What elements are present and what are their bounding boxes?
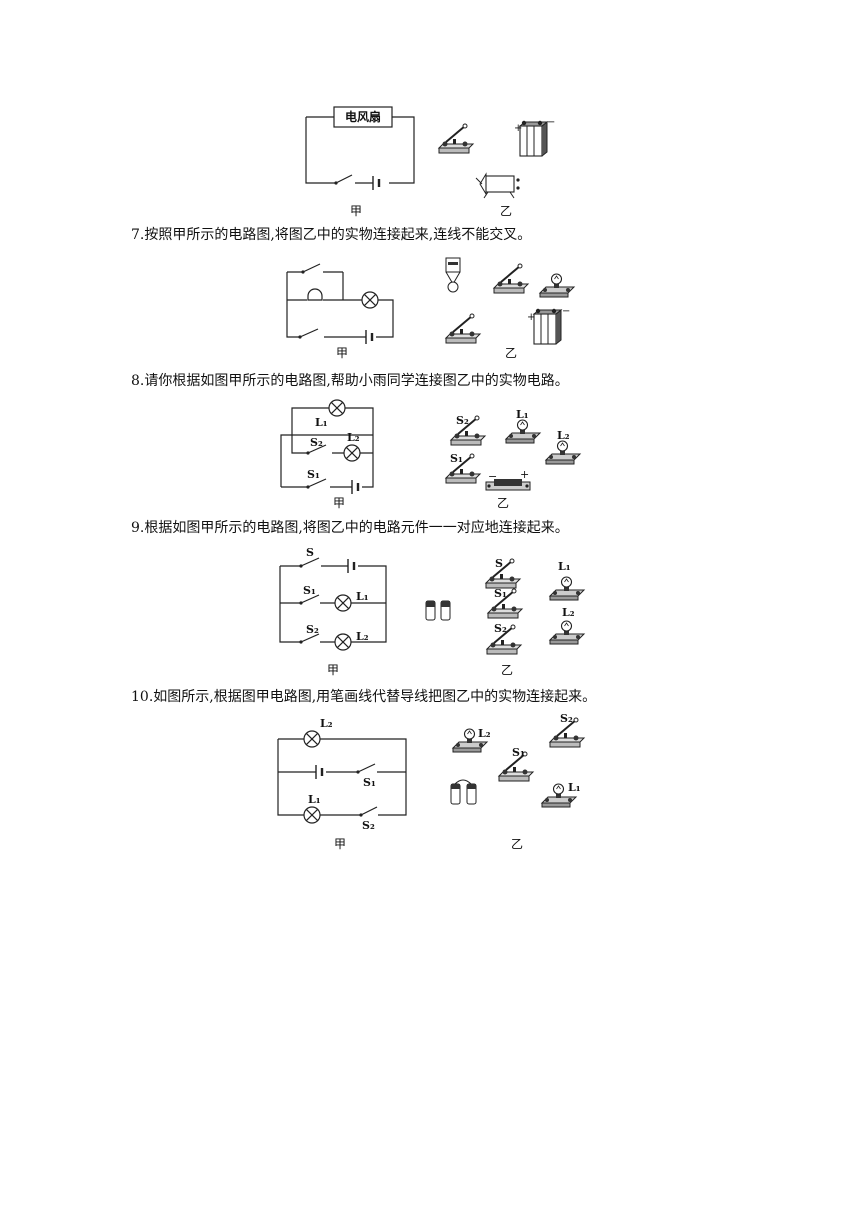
real-lamp-l1 [505,419,541,444]
lamp-l2-symbol [343,444,361,462]
real-label-s2: S₂ [456,414,469,427]
lamp-symbol [361,291,379,309]
real-label-l1: L₁ [558,560,571,573]
battery-minus: − [488,470,497,483]
real-label-s2: S₂ [560,712,573,725]
label-l1: L₁ [356,590,369,603]
figure6-schematic [305,106,415,190]
lamp-l1-symbol [328,399,346,417]
question9-text: 9.根据如图甲所示的电路图,将图乙中的电路元件一一对应地连接起来。 [131,520,569,536]
real-switch-b [445,313,481,344]
question9-schematic [279,557,387,651]
lamp-l1-symbol [334,594,352,612]
question7-caption-left: 甲 [336,346,349,360]
real-dry-cells [425,600,451,621]
bell-symbol [307,288,323,301]
real-lamp [539,273,575,298]
label-l2: L₂ [320,717,333,730]
real-label-s2: S₂ [494,622,507,635]
svg-text:+: + [527,312,535,323]
lamp-l2-symbol [334,633,352,651]
question8-text: 8.请你根据如图甲所示的电路图,帮助小雨同学连接图乙中的实物电路。 [131,373,569,389]
question10-text: 10.如图所示,根据图甲电路图,用笔画线代替导线把图乙中的实物连接起来。 [131,689,597,705]
label-l1: L₁ [308,793,321,806]
question10-schematic [277,730,407,824]
fan-box [333,106,393,128]
switch-symbol [335,174,353,184]
figure6-caption-right: 乙 [500,204,513,218]
question7-text: 7.按照甲所示的电路图,将图乙中的实物连接起来,连线不能交叉。 [131,227,532,243]
real-label-l2: L₂ [562,606,575,619]
real-lamp-l1 [549,576,585,601]
figure6-real-parts: + − [438,117,555,199]
real-switch [438,123,474,154]
real-lamp-l2 [545,440,581,465]
question10-real-parts [450,717,585,808]
label-s1: S₁ [363,776,376,789]
real-label-s1: S₁ [450,452,463,465]
real-fan-motor [475,172,520,199]
question8-schematic [280,399,374,494]
battery-pack [519,120,548,157]
question7-caption-right: 乙 [505,346,518,360]
question8-real-parts [445,415,581,491]
real-switch-s [485,558,521,589]
label-l1: L₁ [315,416,328,429]
real-label-s1: S₁ [494,587,507,600]
label-s2: S₂ [362,819,375,832]
svg-text:−: − [547,117,555,128]
real-label-l1: L₁ [516,408,529,421]
question8-caption-right: 乙 [497,496,510,510]
switch-symbol-top [302,263,321,273]
real-label-l2: L₂ [478,727,491,740]
lamp-l2-symbol [303,730,321,748]
question8-caption-left: 甲 [333,496,346,510]
real-electric-bell [445,257,461,293]
question9-real-parts [425,558,585,655]
lamp-l1-symbol [303,806,321,824]
question7-schematic [286,263,394,344]
figure6-caption-left: 甲 [350,204,363,218]
label-s1: S₁ [307,468,320,481]
svg-text:+: + [514,123,522,134]
real-label-l1: L₁ [568,781,581,794]
battery-pack [533,308,562,345]
real-dry-cells [450,779,477,805]
switch-symbol-bottom [299,328,319,338]
battery-plus: + [520,468,529,481]
real-label-s: S [495,557,503,570]
real-label-s1: S₁ [512,746,525,759]
fan-label: 电风扇 [345,109,381,124]
label-l2: L₂ [356,630,369,643]
label-l2: L₂ [347,431,360,444]
question10-caption-right: 乙 [511,837,524,851]
label-s2: S₂ [310,436,323,449]
question9-caption-left: 甲 [327,663,340,677]
question10-caption-left: 甲 [334,837,347,851]
question9-caption-right: 乙 [501,663,514,677]
question7-real-parts: + − [445,257,575,345]
label-s: S [306,546,314,559]
label-s1: S₁ [303,584,316,597]
svg-text:−: − [562,306,570,317]
real-switch-a [493,263,529,294]
real-battery-holder [485,479,531,491]
label-s2: S₂ [306,623,319,636]
real-label-l2: L₂ [557,429,570,442]
real-lamp-l2 [549,620,585,645]
